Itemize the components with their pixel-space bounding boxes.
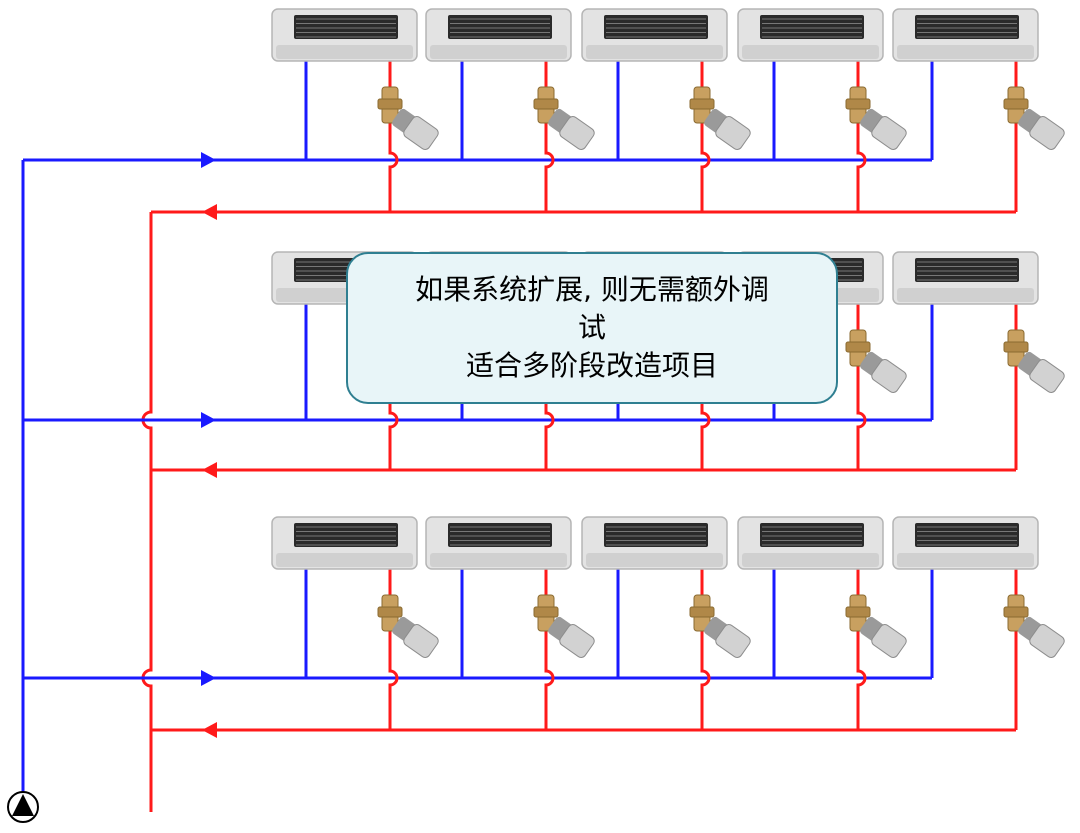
return-branch — [388, 568, 399, 730]
flow-arrow-right-icon — [201, 670, 216, 686]
balancing-valve-icon — [689, 86, 751, 150]
balancing-valve-icon — [689, 594, 751, 658]
balancing-valve-icon — [533, 86, 595, 150]
return-branch — [388, 303, 399, 470]
balancing-valve-icon — [377, 86, 439, 150]
balancing-valve-icon — [1003, 329, 1065, 393]
return-branch — [700, 568, 711, 730]
return-branch — [544, 303, 555, 470]
fan-coil-unit-icon — [425, 516, 572, 570]
flow-arrow-left-icon — [202, 204, 217, 220]
balancing-valve-icon — [377, 594, 439, 658]
return-branch — [856, 60, 867, 212]
return-branch — [856, 568, 867, 730]
flow-arrow-left-icon — [202, 462, 217, 478]
info-callout: 如果系统扩展, 则无需额外调 试 适合多阶段改造项目 — [346, 252, 838, 404]
return-riser — [141, 212, 153, 812]
fan-coil-unit-icon — [737, 8, 884, 62]
fan-coil-unit-icon — [892, 251, 1039, 305]
balancing-valve-icon — [845, 86, 907, 150]
flow-arrow-right-icon — [201, 152, 216, 168]
return-branch — [700, 303, 711, 470]
fan-coil-unit-icon — [892, 8, 1039, 62]
flow-arrow-right-icon — [201, 412, 216, 428]
pipes-layer — [21, 60, 1018, 812]
fan-coil-unit-icon — [737, 516, 884, 570]
fan-coil-unit-icon — [271, 8, 418, 62]
callout-line-2: 试 — [577, 311, 606, 344]
fan-coil-unit-icon — [581, 8, 728, 62]
fan-coil-unit-icon — [581, 516, 728, 570]
fan-coil-unit-icon — [271, 516, 418, 570]
balancing-valve-icon — [1003, 594, 1065, 658]
return-branch — [388, 60, 399, 212]
callout-line-3: 适合多阶段改造项目 — [465, 349, 718, 382]
return-branch — [700, 60, 711, 212]
balancing-valve-icon — [533, 594, 595, 658]
fan-coil-unit-icon — [892, 516, 1039, 570]
pump-icon — [7, 791, 39, 823]
balancing-valve-icon — [1003, 86, 1065, 150]
callout-line-1: 如果系统扩展, 则无需额外调 — [415, 273, 769, 306]
balancing-valve-icon — [845, 594, 907, 658]
return-branch — [544, 568, 555, 730]
return-branch — [544, 60, 555, 212]
balancing-valve-icon — [845, 329, 907, 393]
flow-arrow-left-icon — [202, 722, 217, 738]
fan-coil-unit-icon — [425, 8, 572, 62]
return-branch — [856, 303, 867, 470]
